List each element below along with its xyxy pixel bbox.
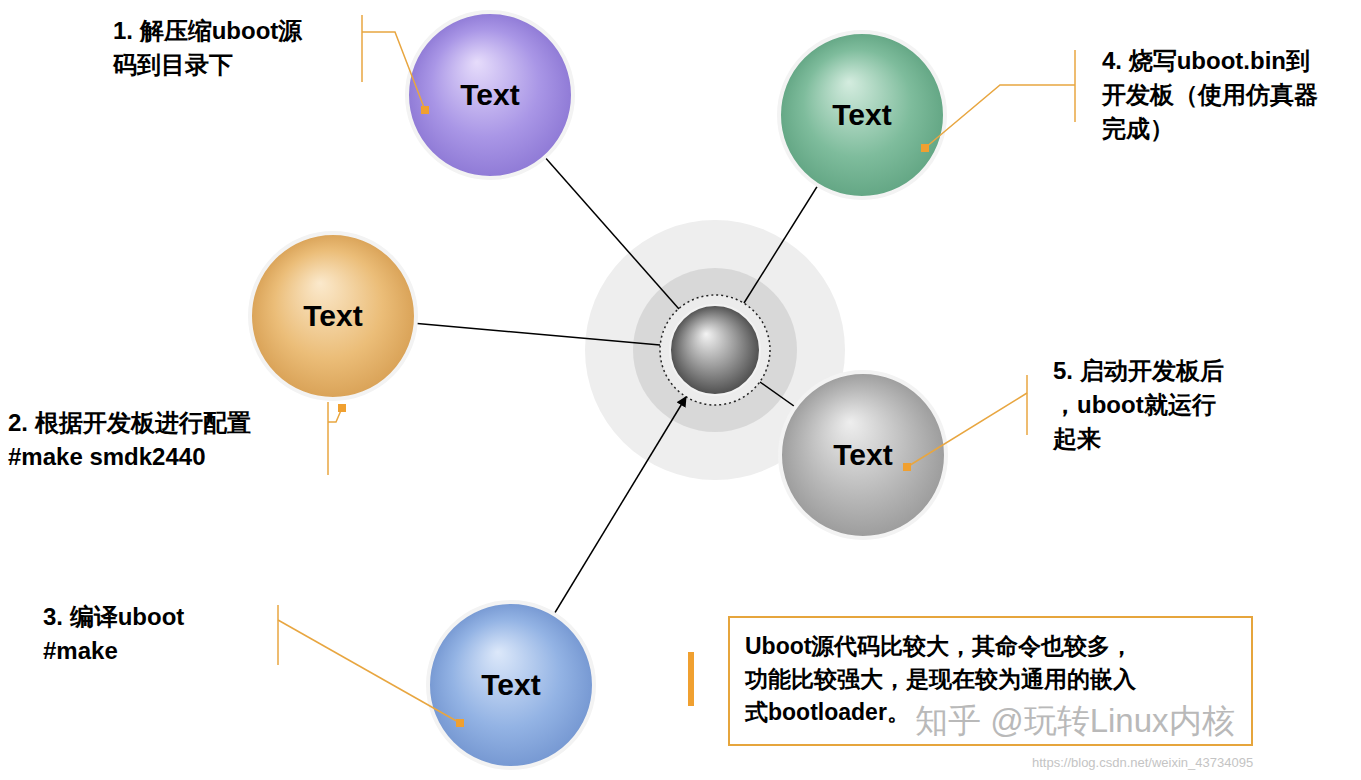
leader-bracket bbox=[1026, 375, 1028, 435]
sphere-label: Text bbox=[777, 369, 949, 541]
watermark: 知乎 @玩转Linux内核 bbox=[915, 698, 1235, 744]
leader-line bbox=[925, 85, 1075, 148]
sphere-label: Text bbox=[404, 9, 576, 181]
core-sphere bbox=[670, 305, 760, 395]
leader-bracket bbox=[327, 402, 329, 475]
leader-line bbox=[328, 408, 342, 422]
inner-halo bbox=[633, 268, 797, 432]
step-annotation: 1. 解压缩uboot源 码到目录下 bbox=[113, 14, 353, 82]
leader-bracket bbox=[361, 15, 363, 82]
sphere-node: Text bbox=[247, 230, 419, 402]
leader-bracket bbox=[277, 605, 279, 665]
accent-bar bbox=[688, 652, 694, 706]
sphere-node: Text bbox=[776, 29, 948, 201]
step-annotation: 3. 编译uboot #make bbox=[43, 600, 223, 668]
step-annotation: 4. 烧写uboot.bin到 开发板（使用仿真器 完成） bbox=[1102, 44, 1357, 146]
dotted-ring bbox=[660, 295, 770, 405]
step-annotation: 5. 启动开发板后 ，uboot就运行 起来 bbox=[1053, 354, 1228, 456]
leader-bracket bbox=[1074, 50, 1076, 122]
sphere-label: Text bbox=[425, 599, 597, 771]
sphere-node: Text bbox=[425, 599, 597, 771]
sphere-node: Text bbox=[404, 9, 576, 181]
leader-dot bbox=[338, 404, 346, 412]
sphere-label: Text bbox=[776, 29, 948, 201]
sphere-node: Text bbox=[777, 369, 949, 541]
step-annotation: 2. 根据开发板进行配置 #make smdk2440 bbox=[8, 406, 298, 474]
watermark: https://blog.csdn.net/weixin_43734095 bbox=[1032, 754, 1253, 772]
sphere-label: Text bbox=[247, 230, 419, 402]
